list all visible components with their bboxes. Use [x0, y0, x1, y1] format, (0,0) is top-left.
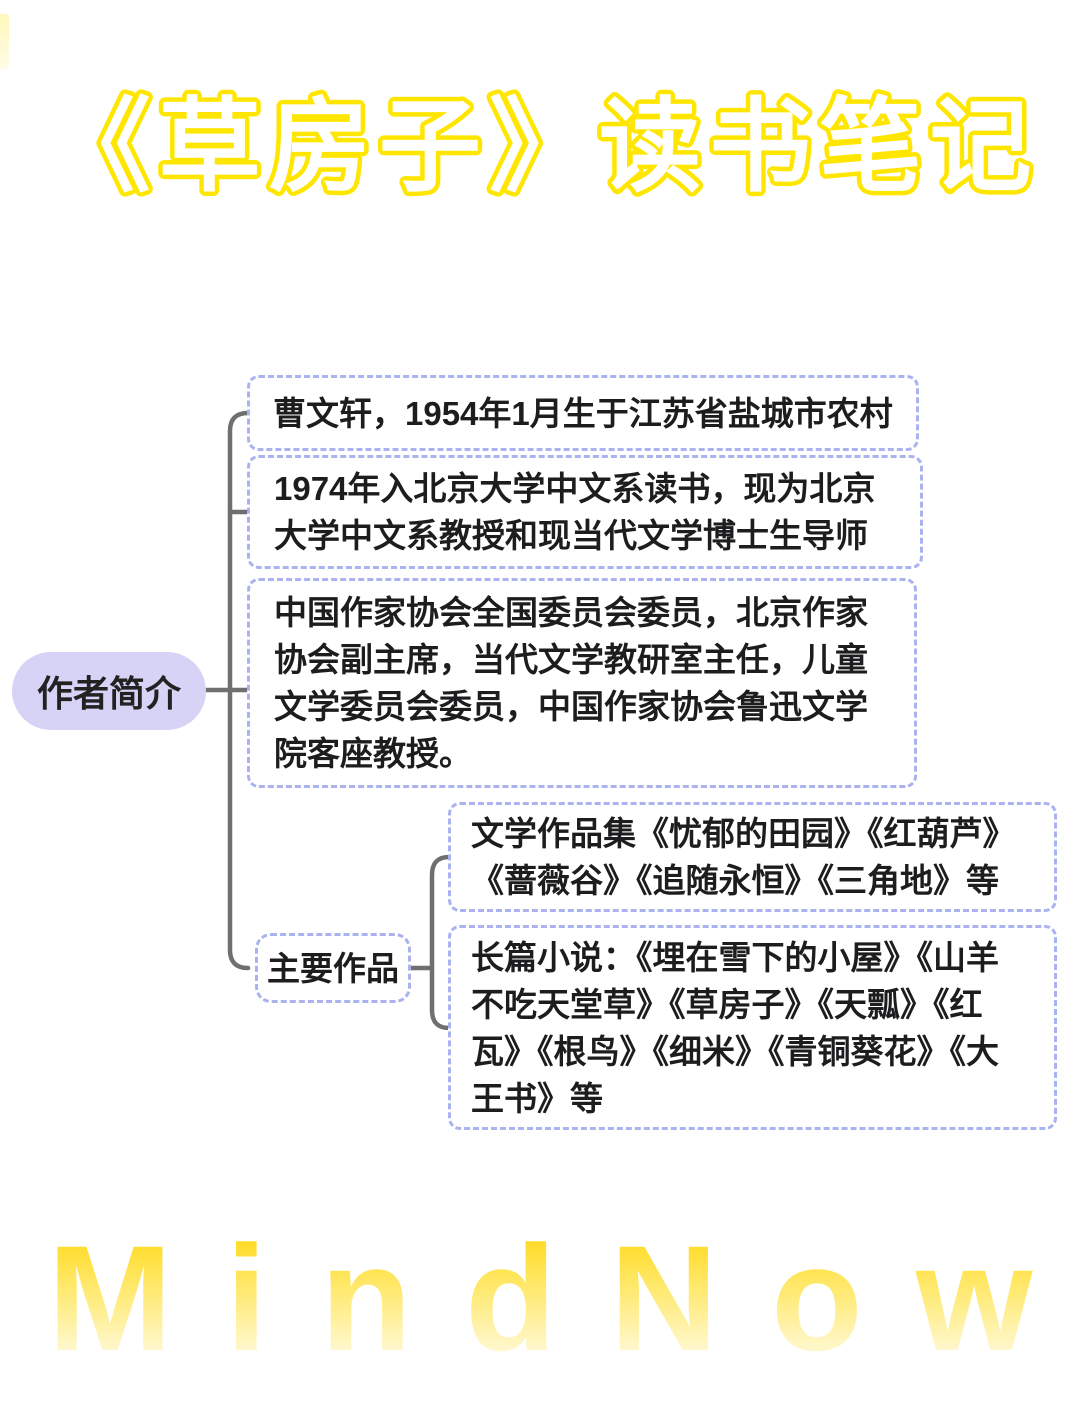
title-graphic: 《草房子》读书笔记: [44, 86, 1036, 209]
branch-node-birth-label: 曹文轩，1954年1月生于江苏省盐城市农村: [273, 394, 893, 432]
branch-node-positions[interactable]: 中国作家协会全国委员会委员，北京作家协会副主席，当代文学教研室主任，儿童文学委员…: [247, 578, 917, 788]
root-node-label: 作者简介: [36, 673, 181, 714]
child-node-collections[interactable]: 文学作品集《忧郁的田园》《红葫芦》《蔷薇谷》《追随永恒》《三角地》等: [448, 802, 1057, 912]
branch-node-birth[interactable]: 曹文轩，1954年1月生于江苏省盐城市农村: [247, 375, 919, 451]
cropped-glyph-artifact: [0, 14, 9, 70]
connector-trunk-level1: [227, 410, 251, 971]
child-node-novels-label: 长篇小说：《埋在雪下的小屋》《山羊不吃天堂草》《草房子》《天瓢》《红瓦》《根鸟》…: [471, 938, 999, 1117]
watermark-text: MindNow: [48, 1222, 1033, 1382]
connector-trunk-level2: [429, 854, 452, 1031]
branch-node-education-label: 1974年入北京大学中文系读书，现为北京大学中文系教授和现当代文学博士生导师: [274, 470, 876, 554]
branch-node-education[interactable]: 1974年入北京大学中文系读书，现为北京大学中文系教授和现当代文学博士生导师: [247, 455, 923, 569]
branch-node-main-works-label: 主要作品: [267, 949, 399, 987]
page-title: 《草房子》读书笔记: [49, 90, 1032, 204]
branch-node-positions-label: 中国作家协会全国委员会委员，北京作家协会副主席，当代文学教研室主任，儿童文学委员…: [274, 594, 868, 772]
branch-node-main-works[interactable]: 主要作品: [255, 933, 411, 1003]
child-node-novels[interactable]: 长篇小说：《埋在雪下的小屋》《山羊不吃天堂草》《草房子》《天瓢》《红瓦》《根鸟》…: [448, 925, 1057, 1130]
watermark-graphic: MindNow: [48, 1222, 1033, 1382]
root-node-author-intro[interactable]: 作者简介: [12, 652, 206, 730]
child-node-collections-label: 文学作品集《忧郁的田园》《红葫芦》《蔷薇谷》《追随永恒》《三角地》等: [471, 815, 1016, 899]
